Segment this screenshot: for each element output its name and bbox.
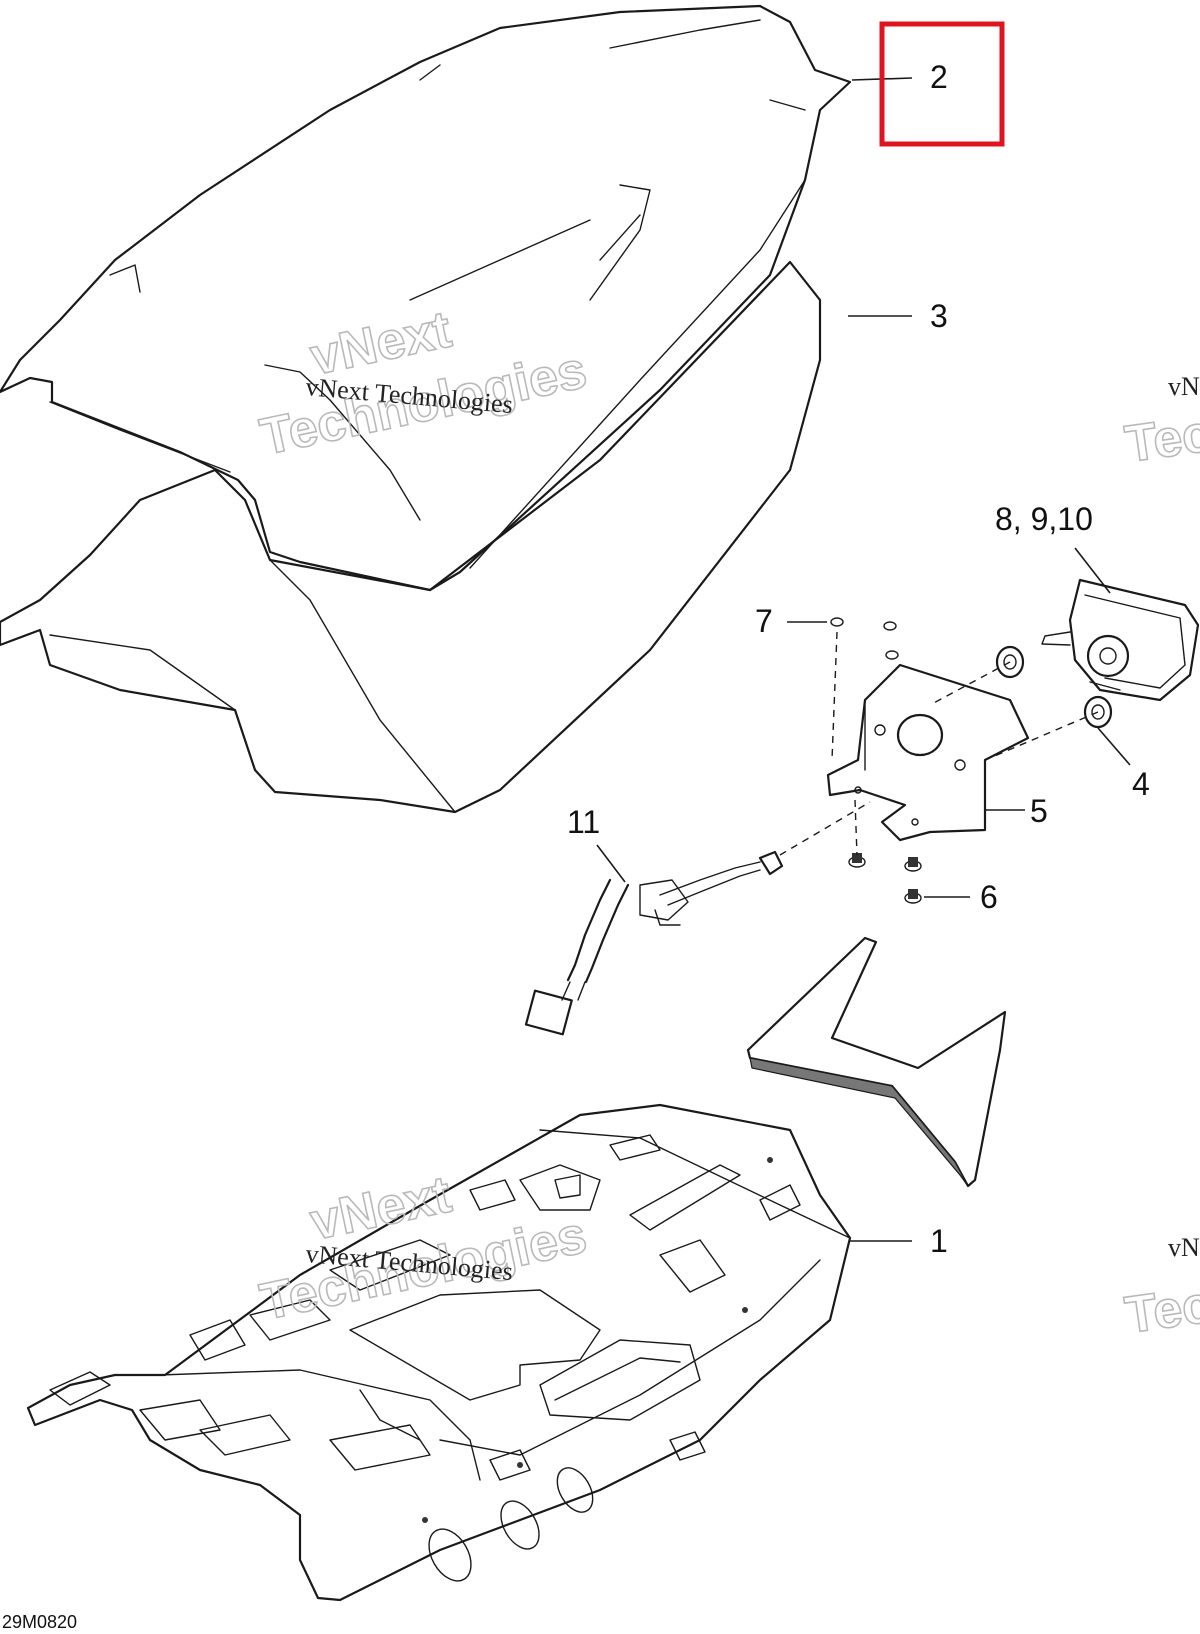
seat-cover-part — [0, 4, 852, 592]
callout-labels: 2 3 8, 9,10 7 4 5 11 6 1 — [567, 59, 1150, 1259]
assembly-dashed-lines — [779, 631, 1099, 856]
nut-part — [830, 617, 899, 660]
callout-3: 3 — [930, 298, 948, 334]
callout-6: 6 — [980, 879, 998, 915]
callout-2: 2 — [930, 59, 948, 95]
highlight-box — [879, 21, 1005, 147]
seat-base-part — [26, 1103, 852, 1602]
watermark-top: vNext Technologies vNext Technologies — [255, 300, 593, 468]
drawing-code: 29M0820 — [2, 1612, 77, 1632]
watermark-edge-bottom: vN Tec — [1121, 1233, 1200, 1346]
wiring-harness-part — [524, 850, 784, 1036]
chevron-trim-part — [746, 936, 1007, 1188]
bracket-part — [826, 663, 1030, 842]
callout-4: 4 — [1132, 766, 1150, 802]
watermark-edge-top: vN Tec — [1121, 372, 1200, 475]
watermark-bottom: vNext Technologies vNext Technologies — [255, 1165, 593, 1333]
watermark-edge-bottom-big: Tec — [1122, 1276, 1200, 1345]
callout-1: 1 — [930, 1223, 948, 1259]
callout-5: 5 — [1030, 793, 1048, 829]
callout-8-9-10: 8, 9,10 — [995, 501, 1093, 537]
callout-7: 7 — [755, 603, 773, 639]
watermark-edge-bottom-small: vN — [1168, 1233, 1200, 1262]
watermark-edge-top-big: Tec — [1122, 405, 1200, 474]
watermark-edge-top-small: vN — [1168, 372, 1200, 401]
grommet-part — [995, 645, 1113, 729]
callout-11: 11 — [567, 804, 600, 840]
screw-part — [848, 853, 922, 904]
leader-lines — [596, 77, 1131, 1242]
tail-light-part — [1041, 578, 1200, 702]
